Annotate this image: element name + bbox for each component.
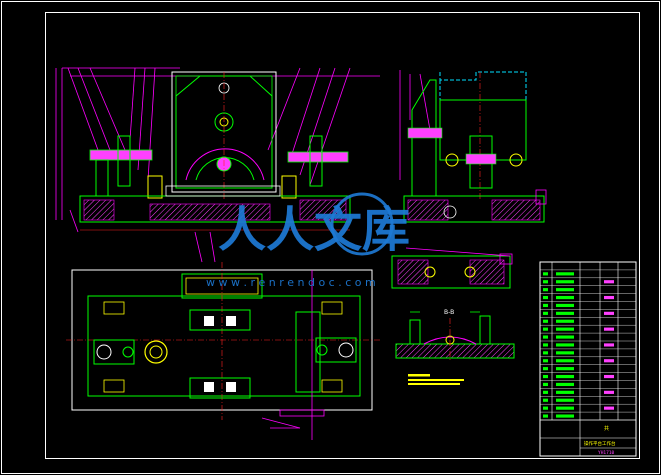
parts-list-material-mark bbox=[604, 327, 614, 331]
top-view bbox=[66, 262, 380, 440]
parts-list-index-mark bbox=[543, 406, 548, 410]
parts-list-material-mark bbox=[604, 406, 614, 410]
parts-list-name-mark bbox=[556, 406, 574, 410]
parts-list-name-mark bbox=[556, 367, 574, 371]
title-block-drawing-no: YH1710 bbox=[598, 450, 615, 456]
parts-list-material-mark bbox=[604, 374, 614, 379]
parts-list-index-mark bbox=[543, 414, 548, 418]
parts-list-index-mark bbox=[543, 351, 548, 355]
parts-list-index-mark bbox=[543, 280, 548, 284]
parts-list: 共 操作平台工作台 YH1710 bbox=[539, 261, 637, 457]
parts-list-material-mark bbox=[604, 359, 614, 363]
parts-list-name-mark bbox=[556, 288, 574, 292]
parts-list-name-mark bbox=[556, 398, 574, 402]
parts-list-index-mark bbox=[543, 382, 548, 387]
parts-list-index-mark bbox=[543, 303, 548, 308]
parts-list-index-mark bbox=[543, 343, 548, 347]
parts-list-name-mark bbox=[556, 319, 574, 323]
parts-list-name-mark bbox=[556, 311, 574, 315]
parts-list-name-mark bbox=[556, 351, 574, 355]
parts-list-index-mark bbox=[543, 295, 548, 300]
section-label: B-B bbox=[444, 309, 454, 316]
parts-list-name-mark bbox=[556, 272, 574, 276]
parts-list-name-mark bbox=[556, 382, 574, 387]
parts-list-name-mark bbox=[556, 343, 574, 347]
parts-list-material-mark bbox=[604, 311, 614, 315]
parts-list-index-mark bbox=[543, 390, 548, 394]
parts-list-name-mark bbox=[556, 390, 574, 394]
parts-list-index-mark bbox=[543, 319, 548, 323]
title-block-heading: 共 bbox=[604, 425, 609, 432]
parts-list-name-mark bbox=[556, 280, 574, 284]
parts-list-index-mark bbox=[543, 398, 548, 402]
section-view-bb: B-B bbox=[395, 309, 515, 362]
front-view bbox=[55, 67, 380, 263]
parts-list-material-mark bbox=[604, 343, 614, 347]
parts-list-index-mark bbox=[543, 327, 548, 331]
watermark-logo-ring bbox=[330, 192, 394, 256]
parts-list-material-mark bbox=[604, 295, 614, 300]
parts-list-index-mark bbox=[543, 311, 548, 315]
parts-list-name-mark bbox=[556, 327, 574, 331]
parts-list-name-mark bbox=[556, 374, 574, 379]
side-view bbox=[399, 70, 547, 223]
parts-list-name-mark bbox=[556, 335, 574, 339]
technical-notes bbox=[408, 374, 464, 385]
watermark-url: w w w . r e n r e n d o c . c o m bbox=[206, 276, 376, 289]
parts-list-index-mark bbox=[543, 272, 548, 276]
parts-list-material-mark bbox=[604, 390, 614, 394]
parts-list-name-mark bbox=[556, 303, 574, 308]
section-view-upper bbox=[391, 247, 513, 289]
watermark-title: 人人文库 bbox=[218, 202, 410, 258]
watermark: 人人文库 w w w . r e n r e n d o c . c o m bbox=[206, 192, 410, 289]
parts-list-name-mark bbox=[556, 295, 574, 300]
title-block-part-name: 操作平台工作台 bbox=[584, 440, 616, 447]
parts-list-index-mark bbox=[543, 374, 548, 379]
parts-list-name-mark bbox=[556, 414, 574, 418]
inner-frame bbox=[45, 12, 640, 459]
parts-list-material-mark bbox=[604, 280, 614, 284]
parts-list-index-mark bbox=[543, 288, 548, 292]
parts-list-name-mark bbox=[556, 359, 574, 363]
parts-list-index-mark bbox=[543, 367, 548, 371]
parts-list-index-mark bbox=[543, 335, 548, 339]
parts-list-index-mark bbox=[543, 359, 548, 363]
